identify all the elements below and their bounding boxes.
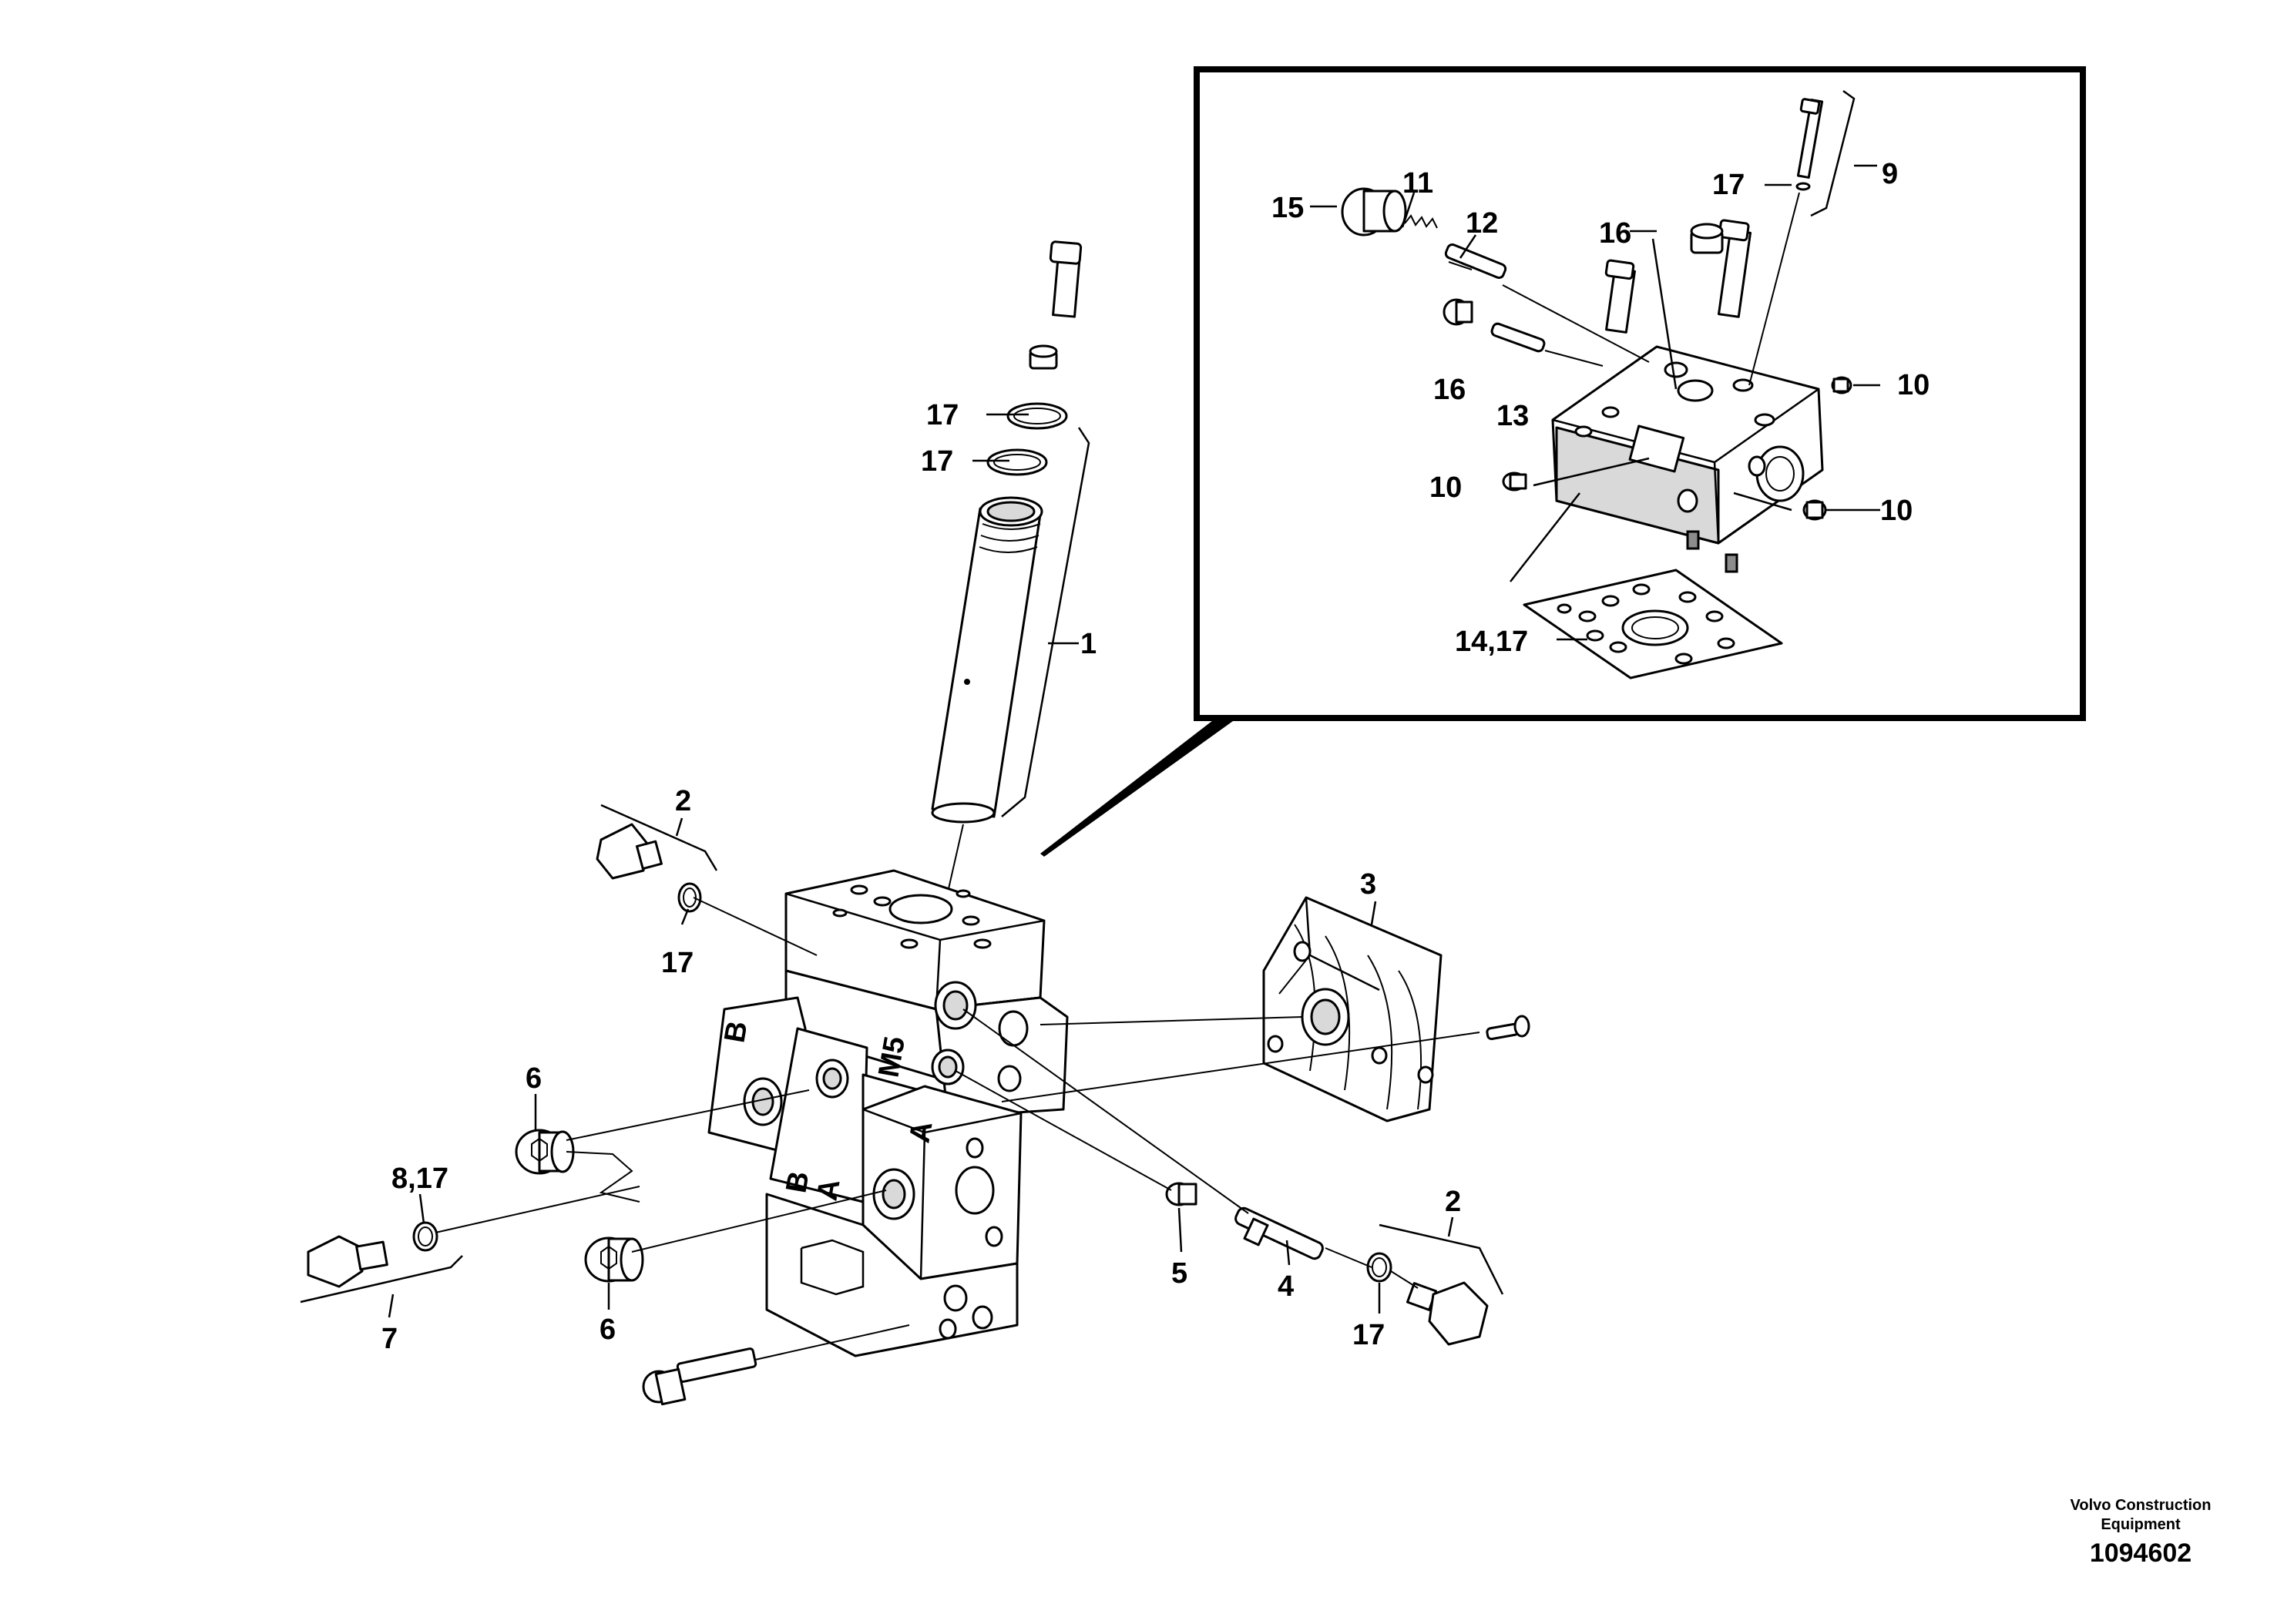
small-plugs <box>1502 376 1852 521</box>
callout-label-5: 5 <box>1171 1257 1187 1290</box>
detail-frame <box>1194 66 2086 721</box>
head-bolts <box>1604 219 1752 334</box>
callout-label-10-left: 10 <box>1429 471 1462 504</box>
plug-7-assembly <box>300 1221 463 1304</box>
long-bolt-9 <box>1748 89 1856 386</box>
callout-label-11: 11 <box>1402 167 1433 200</box>
cover-screw <box>1486 1015 1530 1041</box>
footer-company-line-1: Volvo Construction <box>2071 1497 2212 1514</box>
plug-6-upper <box>515 1129 575 1175</box>
callout-label-17-right: 17 <box>1352 1319 1385 1351</box>
valve-stem-assembly <box>931 240 1090 910</box>
plug-2-top <box>596 804 718 913</box>
callout-label-15: 15 <box>1271 192 1304 224</box>
detail-callout-pointer <box>1040 718 1233 857</box>
callout-label-17-top-2: 17 <box>921 445 953 478</box>
callout-label-17-left: 17 <box>661 947 694 979</box>
callout-label-2-right: 2 <box>1445 1186 1461 1218</box>
bottom-bolt <box>642 1347 757 1406</box>
plug-2-right <box>1366 1223 1504 1346</box>
spool-4 <box>1234 1206 1324 1260</box>
plug-5 <box>1165 1182 1197 1206</box>
block-marking-m5: M5 <box>873 1034 912 1079</box>
main-valve-block: M5 B A B A <box>707 869 1069 1357</box>
footer-company-line-2: Equipment <box>2101 1516 2181 1533</box>
callout-label-4: 4 <box>1278 1270 1294 1303</box>
main-leader-lines <box>388 413 1480 1361</box>
plug-spring-spool <box>1341 187 1650 363</box>
valve-head-block <box>1551 345 1824 573</box>
callout-label-10-right-top: 10 <box>1897 369 1930 401</box>
callout-label-16-left: 16 <box>1433 374 1466 406</box>
footer-drawing-number: 1094602 <box>2090 1538 2192 1568</box>
callout-label-10-right-bottom: 10 <box>1880 495 1913 527</box>
plug-and-pin <box>1443 298 1604 367</box>
callout-label-12: 12 <box>1466 207 1498 240</box>
callout-label-1: 1 <box>1080 628 1097 660</box>
plug-6-lower <box>584 1236 644 1283</box>
callout-label-2-top: 2 <box>675 785 691 817</box>
callout-label-17-inset: 17 <box>1712 169 1745 201</box>
callout-label-9: 9 <box>1882 158 1898 190</box>
detail-inset: 15 11 12 16 17 9 16 13 10 10 10 14,17 <box>1040 66 2086 857</box>
callout-label-16-top: 16 <box>1599 217 1631 250</box>
inset-leader-lines <box>1310 164 1880 641</box>
callout-label-13: 13 <box>1496 400 1529 432</box>
end-cover-plate <box>1262 896 1443 1122</box>
callout-label-8-17: 8,17 <box>391 1163 448 1195</box>
gasket-plate <box>1523 569 1783 679</box>
callout-label-6-upper: 6 <box>526 1062 542 1095</box>
callout-label-3: 3 <box>1360 868 1376 901</box>
callout-label-17-top-1: 17 <box>926 399 959 431</box>
callout-label-14-17: 14,17 <box>1455 626 1528 658</box>
callout-label-6-lower: 6 <box>600 1314 616 1346</box>
callout-label-7: 7 <box>381 1323 398 1355</box>
